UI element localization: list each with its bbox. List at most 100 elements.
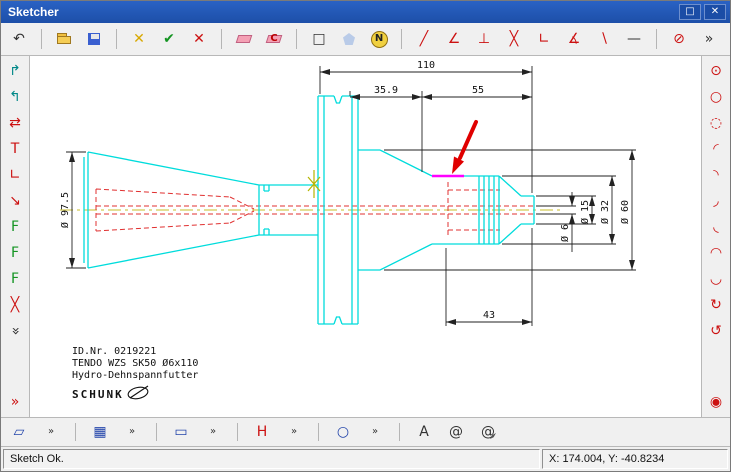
rectangle-tool-button[interactable]: □ xyxy=(307,27,331,51)
insert-point-tool-button[interactable]: ↱ xyxy=(4,60,26,82)
save-button[interactable] xyxy=(82,27,106,51)
discard-button[interactable]: ✕ xyxy=(127,27,151,51)
eraser-color-button[interactable]: C xyxy=(262,27,286,51)
rotate-cw-tool-icon: ↻ xyxy=(710,297,722,313)
circle-center-radius-tool-button[interactable]: ⊙ xyxy=(705,60,727,82)
ellipse-tool-button[interactable]: ○ xyxy=(331,420,355,444)
text-tool-button[interactable]: A xyxy=(412,420,436,444)
arc-upper-tool-button[interactable]: ◠ xyxy=(705,242,727,264)
dim-dia-body[interactable]: Ø 60 xyxy=(619,200,631,224)
ellipse-more-button[interactable]: » xyxy=(363,420,387,444)
circle-construction-tool-button[interactable]: ◌ xyxy=(705,112,727,134)
accept-button[interactable]: ✔ xyxy=(157,27,181,51)
fix-x-constraint-button[interactable]: F xyxy=(4,242,26,264)
dim-length-clamp[interactable]: 43 xyxy=(483,310,495,321)
symbol-edit-tool-button[interactable]: @ xyxy=(476,420,500,444)
toolbar-separator xyxy=(401,29,402,49)
dim-length-front[interactable]: 35.9 xyxy=(374,85,398,96)
dimension-lines[interactable] xyxy=(66,66,636,326)
circle-tangent-tool-icon: ⊘ xyxy=(673,31,685,47)
more-tools-button[interactable]: » xyxy=(697,27,721,51)
line-horizontal-tool-button[interactable]: — xyxy=(622,27,646,51)
dimension-more-button[interactable]: » xyxy=(282,420,306,444)
profiles-more-button[interactable]: » xyxy=(39,420,63,444)
insert-point-on-element-tool-icon: ↰ xyxy=(9,89,21,105)
tangent-constraint-button[interactable]: T xyxy=(4,138,26,160)
dim-total-length[interactable]: 110 xyxy=(417,60,435,71)
id-number-text[interactable]: ID.Nr. 0219221 xyxy=(72,346,156,357)
maximize-button[interactable]: □ xyxy=(679,4,701,20)
dimension-labels: 110 35.9 55 Ø 97.5 Ø 6 Ø 15 Ø 32 Ø 60 43 xyxy=(59,60,631,321)
line-tool-button[interactable]: ╱ xyxy=(412,27,436,51)
region-tool-button[interactable]: ◉ xyxy=(705,391,727,413)
dim-dia-clamp[interactable]: Ø 32 xyxy=(599,200,611,224)
arc-upper-right-tool-button[interactable]: ◝ xyxy=(705,164,727,186)
titlebar[interactable]: Sketcher □✕ xyxy=(1,1,730,23)
open-button[interactable] xyxy=(52,27,76,51)
line-cross-tool-button[interactable]: ╳ xyxy=(502,27,526,51)
close-button[interactable]: ✕ xyxy=(704,4,726,20)
hatch-more-button[interactable]: » xyxy=(120,420,144,444)
cancel-button[interactable]: ✕ xyxy=(187,27,211,51)
sketch-svg: 110 35.9 55 Ø 97.5 Ø 6 Ø 15 Ø 32 Ø 60 43 xyxy=(59,60,636,401)
rotate-ccw-tool-button[interactable]: ↺ xyxy=(705,320,727,342)
symbol-tool-button[interactable]: @ xyxy=(444,420,468,444)
taper-shank[interactable] xyxy=(83,151,318,269)
dim-length-nose[interactable]: 55 xyxy=(472,85,484,96)
toolbar-separator xyxy=(221,29,222,49)
fix-angle-constraint-button[interactable]: F xyxy=(4,268,26,290)
corner-trim-tool-button[interactable]: ∟ xyxy=(4,164,26,186)
ngon-tool-button[interactable]: N xyxy=(367,27,391,51)
drawing-canvas[interactable]: 110 35.9 55 Ø 97.5 Ø 6 Ø 15 Ø 32 Ø 60 43 xyxy=(30,56,701,417)
collapse-toolbar-button[interactable]: » xyxy=(4,320,26,342)
title-block[interactable]: ID.Nr. 0219221 TENDO WZS SK50 Ø6x110 Hyd… xyxy=(72,346,198,401)
dimension-tool-button[interactable]: H xyxy=(250,420,274,444)
line-perpendicular-tool-button[interactable]: ⊥ xyxy=(472,27,496,51)
circle-tangent-tool-button[interactable]: ⊘ xyxy=(667,27,691,51)
drag-element-tool-button[interactable]: ↘ xyxy=(4,190,26,212)
insert-point-on-element-tool-button[interactable]: ↰ xyxy=(4,86,26,108)
hatch-tool-button[interactable]: ▦ xyxy=(88,420,112,444)
toolbar-right: ⊙ ○ ◌ ◜ ◝ ◞ ◟ ◠ ◡ ↻ ↺ ◉ xyxy=(701,56,730,417)
circle-2point-tool-button[interactable]: ○ xyxy=(705,86,727,108)
line-angle-tool-button[interactable]: ∠ xyxy=(442,27,466,51)
line-measured-angle-tool-icon: ∡ xyxy=(567,31,581,47)
profiles-tool-button[interactable]: ▱ xyxy=(7,420,31,444)
line-back-tool-button[interactable]: ∖ xyxy=(592,27,616,51)
more-edit-tools-button[interactable]: » xyxy=(4,391,26,413)
arc-lower-left-tool-button[interactable]: ◟ xyxy=(705,216,727,238)
profiles-more-icon: » xyxy=(47,426,55,437)
surface-tool-button[interactable]: ▭ xyxy=(169,420,193,444)
line-measured-angle-tool-button[interactable]: ∡ xyxy=(562,27,586,51)
gripper-flange[interactable] xyxy=(317,95,359,325)
swap-direction-tool-button[interactable]: ⇄ xyxy=(4,112,26,134)
line-perpendicular-tool-icon: ⊥ xyxy=(477,31,491,47)
hatch-tool-icon: ▦ xyxy=(93,424,107,440)
dim-dia-bore[interactable]: Ø 6 xyxy=(559,224,571,242)
cancel-icon: ✕ xyxy=(193,31,205,47)
eraser-button[interactable] xyxy=(232,27,256,51)
designation-text[interactable]: TENDO WZS SK50 Ø6x110 xyxy=(72,357,198,369)
arc-upper-left-tool-button[interactable]: ◜ xyxy=(705,138,727,160)
line-corner-tool-button[interactable]: ∟ xyxy=(532,27,556,51)
origin-marker[interactable] xyxy=(307,170,321,198)
undo-button[interactable]: ↶ xyxy=(7,27,31,51)
surface-more-button[interactable]: » xyxy=(201,420,225,444)
rotate-cw-tool-button[interactable]: ↻ xyxy=(705,294,727,316)
schunk-logo-mark xyxy=(127,385,149,400)
arc-lower-right-tool-button[interactable]: ◞ xyxy=(705,190,727,212)
delete-element-tool-button[interactable]: ╳ xyxy=(4,294,26,316)
arc-lower-tool-button[interactable]: ◡ xyxy=(705,268,727,290)
rectangle-tool-icon: □ xyxy=(312,31,326,47)
type-text[interactable]: Hydro-Dehnspannfutter xyxy=(72,370,198,381)
fix-constraint-button[interactable]: F xyxy=(4,216,26,238)
brand-text[interactable]: SCHUNK xyxy=(72,388,124,401)
polygon-tool-button[interactable] xyxy=(337,27,361,51)
line-tool-icon: ╱ xyxy=(419,31,429,47)
dim-dia-tip[interactable]: Ø 15 xyxy=(579,200,591,224)
dim-dia-shank[interactable]: Ø 97.5 xyxy=(59,192,71,228)
toolbar-separator xyxy=(399,423,400,441)
hidden-lines[interactable] xyxy=(95,182,534,238)
